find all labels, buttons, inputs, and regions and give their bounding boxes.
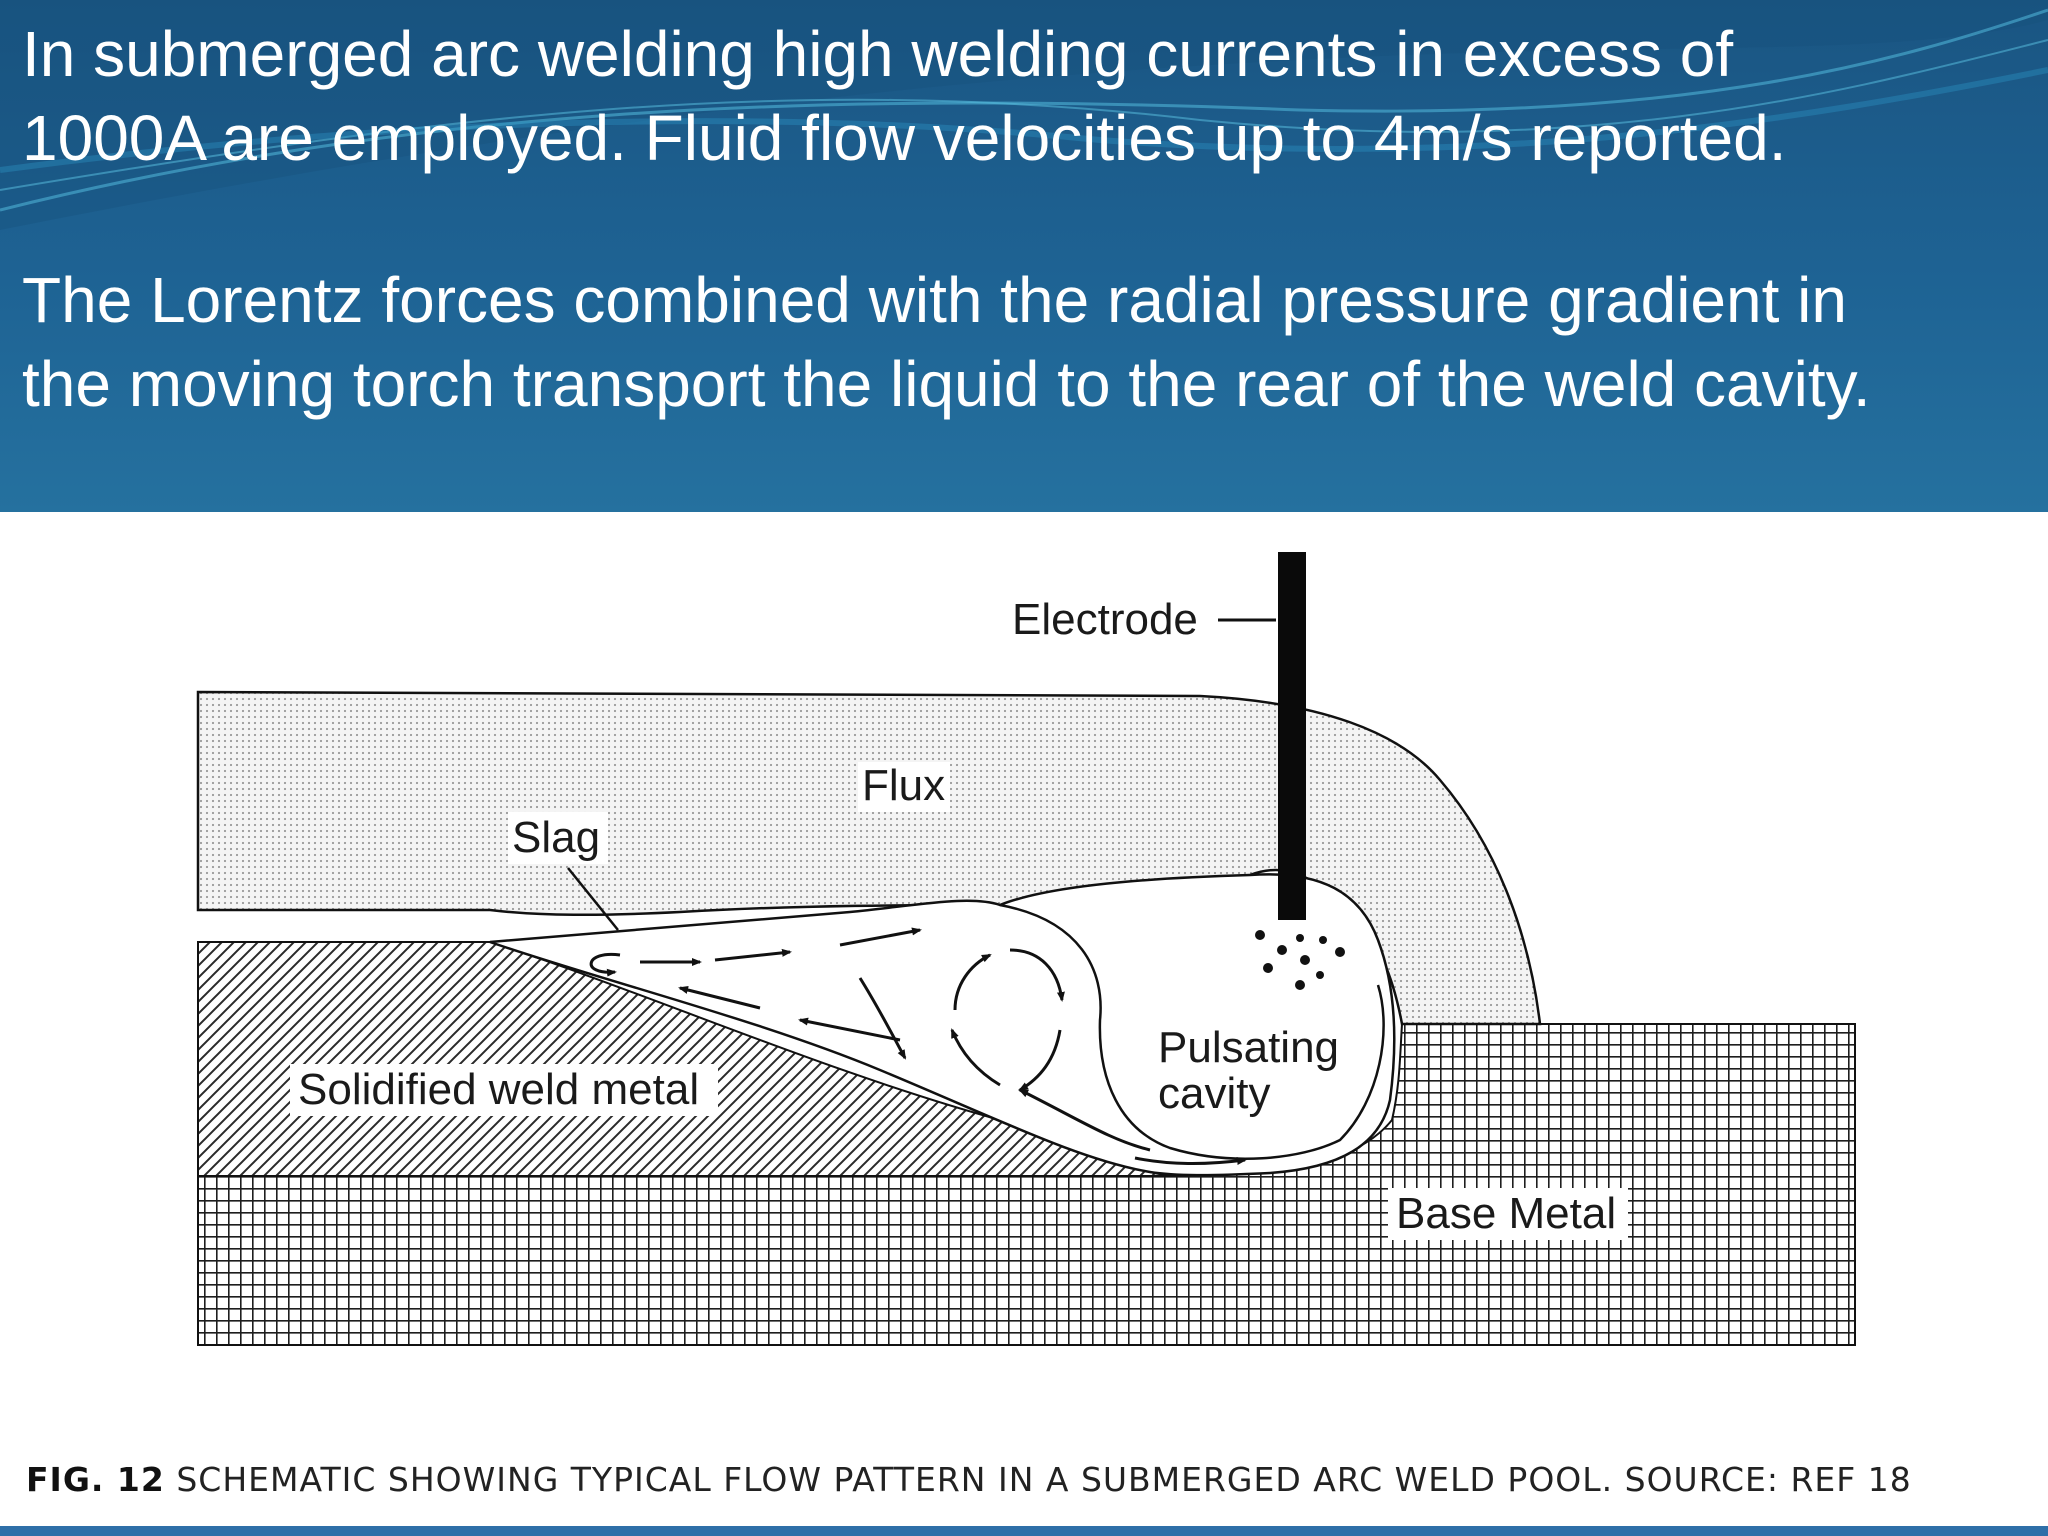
paragraph-welding-currents: In submerged arc welding high welding cu… [22, 12, 1787, 180]
solidified-weld-metal-label: Solidified weld metal [298, 1065, 699, 1114]
cavity-label: cavity [1158, 1069, 1270, 1118]
base-metal-label-bg [1388, 1188, 1628, 1240]
decorative-swoosh [0, 0, 2048, 230]
paragraph-1-line-2: 1000A are employed. Fluid flow velocitie… [22, 102, 1787, 174]
figure-caption-text: SCHEMATIC SHOWING TYPICAL FLOW PATTERN I… [164, 1460, 1912, 1499]
paragraph-lorentz-forces: The Lorentz forces combined with the rad… [22, 258, 1871, 426]
paragraph-2-line-1: The Lorentz forces combined with the rad… [22, 264, 1847, 336]
weld-pool [489, 873, 1396, 1177]
figure-number: FIG. 12 [26, 1460, 165, 1499]
pulsating-label: Pulsating [1158, 1023, 1339, 1072]
weld-pool-flow-diagram: Electrode Flux Slag Solidified weld meta… [196, 552, 1856, 1346]
electrode-label: Electrode [1012, 595, 1198, 644]
base-metal-label: Base Metal [1396, 1189, 1616, 1238]
electrode-rod [1278, 552, 1306, 920]
flux-label: Flux [862, 761, 945, 810]
paragraph-2-line-2: the moving torch transport the liquid to… [22, 348, 1871, 420]
flow-arrows [589, 927, 1247, 1166]
paragraph-1-line-1: In submerged arc welding high welding cu… [22, 18, 1734, 90]
metal-droplets [1255, 930, 1345, 990]
slide-header: In submerged arc welding high welding cu… [0, 0, 2048, 512]
solidified-weld-metal-label-bg [290, 1064, 718, 1116]
bottom-accent-bar [0, 1526, 2048, 1536]
slag-label: Slag [512, 813, 600, 862]
flux-label-bg [858, 762, 950, 812]
figure-caption: FIG. 12 SCHEMATIC SHOWING TYPICAL FLOW P… [26, 1460, 1912, 1499]
slag-label-bg [508, 812, 608, 864]
slag-leader-line [567, 867, 619, 931]
pulsating-cavity-outline [999, 903, 1385, 1160]
